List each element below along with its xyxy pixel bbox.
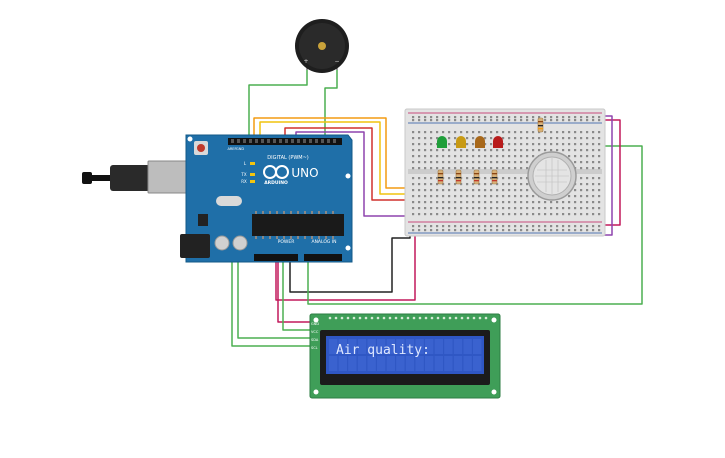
usb-cable [82, 160, 197, 194]
piezo-buzzer[interactable]: + − [295, 19, 349, 73]
power-header [254, 254, 298, 261]
lcd-pads [328, 316, 488, 320]
buzzer-center [318, 42, 326, 50]
wire-lcd-vcc[interactable] [282, 256, 314, 331]
wire-led-red[interactable] [253, 117, 420, 189]
led-rx-label: RX [241, 179, 247, 184]
analog-header [304, 254, 342, 261]
atmega-chip[interactable] [252, 214, 344, 236]
led-red[interactable] [493, 136, 503, 148]
lcd-pin-vcc: VCC [311, 330, 319, 334]
arduino-brand-label: ARDUINO [264, 180, 288, 186]
capacitor-1 [214, 235, 230, 251]
gas-sensor[interactable] [527, 151, 577, 201]
wire-led-yellow[interactable] [259, 121, 440, 195]
led-rx-indicator [250, 180, 255, 183]
lcd-pin-gnd: GND [311, 322, 319, 326]
digital-header-label: DIGITAL (PWM~) [267, 155, 309, 161]
arduino-uno-board[interactable]: DIGITAL (PWM~) AREF GND L TX RX ARDUINO … [180, 134, 353, 263]
led-l-indicator [250, 162, 255, 165]
capacitor-2 [232, 235, 248, 251]
crystal [216, 196, 242, 206]
voltage-regulator [198, 214, 208, 226]
wire-5v-magenta[interactable] [275, 232, 416, 301]
led-l-label: L [244, 161, 247, 166]
sensor-mesh [535, 158, 569, 194]
led-array [437, 136, 503, 148]
digital-pins [231, 139, 336, 143]
pin-gnd-label: GND [236, 147, 244, 151]
wire-lcd-scl[interactable] [231, 256, 314, 347]
led-orange[interactable] [475, 136, 485, 148]
buzzer-minus-label: − [334, 58, 339, 65]
buzzer-plus-label: + [303, 58, 308, 65]
power-jack [180, 234, 210, 258]
lcd-character-grid [329, 339, 482, 371]
analog-header-label: ANALOG IN [311, 239, 336, 245]
lcd-pin-labels: GND VCC SDA SCL [311, 322, 319, 350]
lcd-pin-sda: SDA [311, 338, 319, 342]
wire-rail-magenta-1[interactable] [596, 119, 621, 226]
pin-aref-label: AREF [227, 147, 236, 151]
power-header-label: POWER [278, 239, 295, 245]
led-green[interactable] [437, 136, 447, 148]
wire-buzzer-minus[interactable] [324, 70, 338, 140]
lcd-i2c-module[interactable]: Air quality: GND VCC SDA SCL [309, 313, 501, 399]
led-tx-label: TX [240, 172, 246, 177]
led-tx-indicator [250, 173, 255, 176]
lcd-display-text: Air quality: [336, 343, 430, 358]
wire-lcd-sda[interactable] [237, 256, 314, 339]
led-yellow[interactable] [456, 136, 466, 148]
wire-buzzer-plus[interactable] [248, 70, 308, 140]
arduino-model-label: UNO [291, 166, 318, 180]
lcd-pin-scl: SCL [311, 346, 318, 350]
arduino-logo: ARDUINO UNO [263, 165, 319, 186]
wire-lcd-gnd[interactable] [277, 256, 314, 323]
